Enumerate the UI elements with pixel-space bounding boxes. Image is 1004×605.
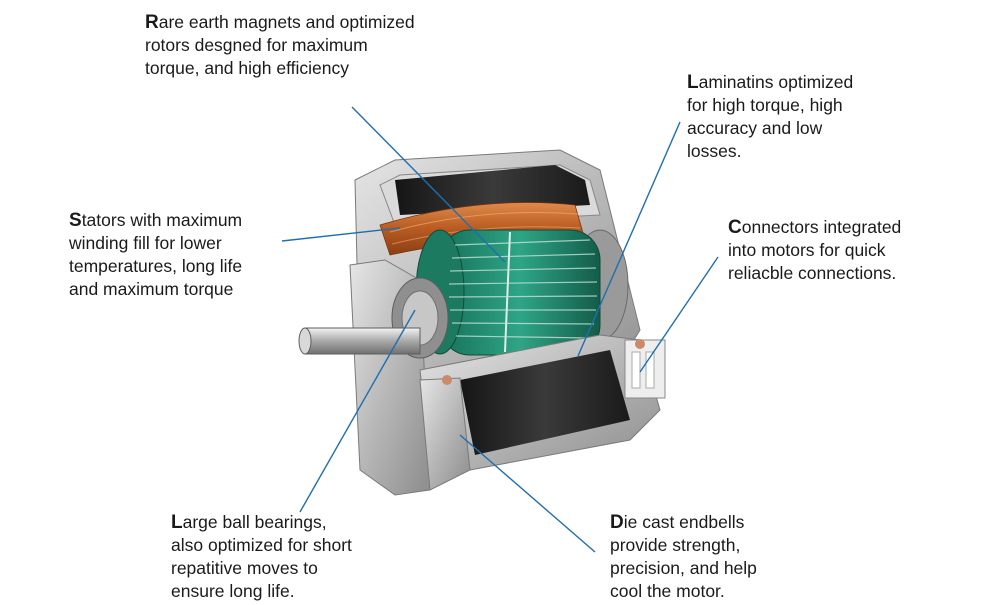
leader-stators — [281, 227, 401, 242]
leader-bearings — [299, 309, 416, 513]
callout-magnets: Rare earth magnets and optimized rotors … — [145, 12, 415, 78]
leader-connectors — [639, 256, 719, 373]
callout-laminations: Laminatins optimized for high torque, hi… — [687, 72, 854, 161]
leader-magnets — [351, 106, 506, 263]
callout-initial: S — [69, 210, 82, 231]
leader-endbells — [459, 434, 596, 553]
callout-bearings: Large ball bearings, also optimized for … — [171, 512, 352, 601]
connector — [442, 339, 666, 399]
callout-initial: L — [171, 512, 183, 533]
leader-lines — [281, 106, 719, 553]
lower-stator-block — [419, 334, 661, 491]
callout-initial: L — [687, 72, 699, 93]
callout-initial: R — [145, 12, 159, 33]
callout-initial: D — [610, 512, 624, 533]
callout-initial: C — [728, 217, 742, 238]
leader-laminations — [577, 121, 681, 357]
shaft — [298, 327, 421, 355]
callout-stators: Stators with maximum winding fill for lo… — [69, 210, 243, 299]
callout-endbells: Die cast endbells provide strength, prec… — [610, 512, 757, 601]
callout-connectors: Connectors integrated into motors for qu… — [728, 217, 902, 283]
